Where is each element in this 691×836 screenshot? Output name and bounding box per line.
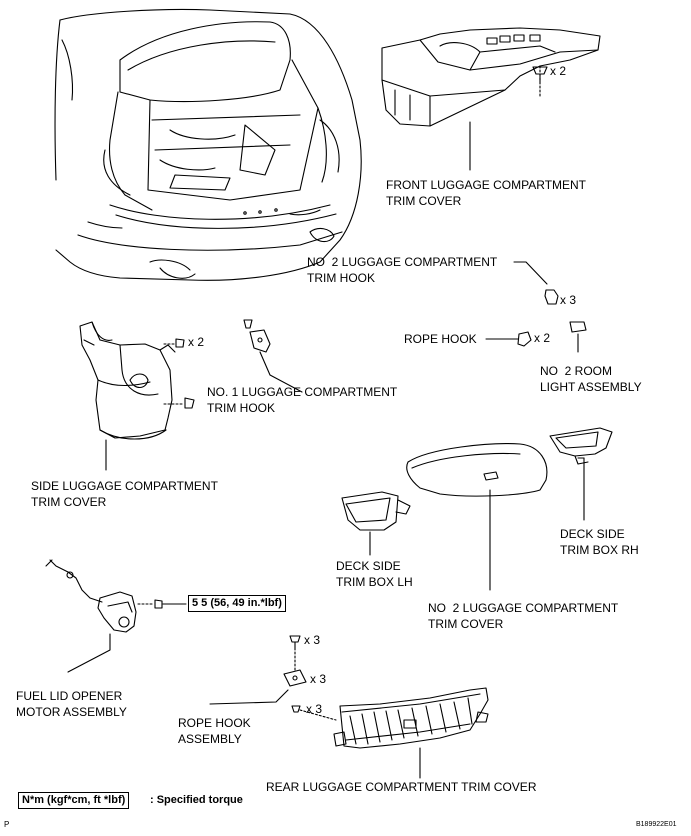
label-rope-hook-assy-line2: ASSEMBLY: [178, 732, 242, 746]
qty-rope-assy-bolt: x 3: [304, 633, 321, 647]
torque-spec-box: 5 5 (56, 49 in.*lbf): [188, 595, 286, 612]
qty-rear-clip: x 3: [306, 702, 323, 716]
label-no2-hook-line1: NO 2 LUGGAGE COMPARTMENT: [307, 255, 498, 269]
label-front-cover-line2: TRIM COVER: [386, 194, 462, 208]
figure-code: B189922E01: [636, 821, 677, 828]
floor-trim-cover-illustration: [406, 443, 548, 591]
label-no2-room-line2: LIGHT ASSEMBLY: [540, 380, 642, 394]
label-rope-hook: ROPE HOOK: [404, 332, 477, 346]
qty-front-clip: x 2: [550, 64, 567, 78]
label-no1-hook-line1: NO. 1 LUGGAGE COMPARTMENT: [207, 385, 398, 399]
label-deck-rh-line1: DECK SIDE: [560, 527, 625, 541]
label-fuel-lid-line1: FUEL LID OPENER: [16, 689, 123, 703]
no1-trim-hook-illustration: [243, 319, 303, 393]
hooks-and-light-illustration: [485, 261, 587, 353]
legend-torque-box: N*m (kgf*cm, ft *lbf): [18, 792, 130, 809]
label-no2-hook-line2: TRIM HOOK: [307, 271, 375, 285]
qty-rope-assy: x 3: [310, 672, 327, 686]
legend-torque-text: : Specified torque: [150, 794, 243, 806]
label-rear-cover: REAR LUGGAGE COMPARTMENT TRIM COVER: [266, 780, 537, 794]
label-side-cover-line2: TRIM COVER: [31, 495, 107, 509]
label-no2-room-line1: NO 2 ROOM: [540, 364, 613, 378]
rope-hook-assembly-illustration: [209, 635, 307, 705]
label-deck-rh-line2: TRIM BOX RH: [560, 543, 639, 557]
qty-no2-hook: x 3: [560, 293, 577, 307]
deck-trim-box-rh-illustration: [549, 427, 613, 521]
label-rope-hook-assy-line1: ROPE HOOK: [178, 716, 251, 730]
qty-side-clip: x 2: [188, 335, 205, 349]
page-mark: P: [4, 820, 10, 829]
side-trim-cover-illustration: [79, 321, 195, 471]
front-trim-cover-illustration: [381, 27, 601, 171]
label-no1-hook-line2: TRIM HOOK: [207, 401, 275, 415]
label-deck-lh-line1: DECK SIDE: [336, 559, 401, 573]
label-fuel-lid-line2: MOTOR ASSEMBLY: [16, 705, 127, 719]
car-rear-illustration: [54, 8, 362, 281]
qty-rope-hook: x 2: [534, 331, 551, 345]
label-no2-cover-line1: NO 2 LUGGAGE COMPARTMENT: [428, 601, 619, 615]
label-front-cover-line1: FRONT LUGGAGE COMPARTMENT: [386, 178, 587, 192]
fuel-lid-motor-illustration: [45, 559, 187, 673]
label-side-cover-line1: SIDE LUGGAGE COMPARTMENT: [31, 479, 218, 493]
rear-trim-cover-illustration: [291, 687, 489, 779]
label-deck-lh-line2: TRIM BOX LH: [336, 575, 413, 589]
label-no2-cover-line2: TRIM COVER: [428, 617, 504, 631]
deck-trim-box-lh-illustration: [341, 491, 411, 556]
